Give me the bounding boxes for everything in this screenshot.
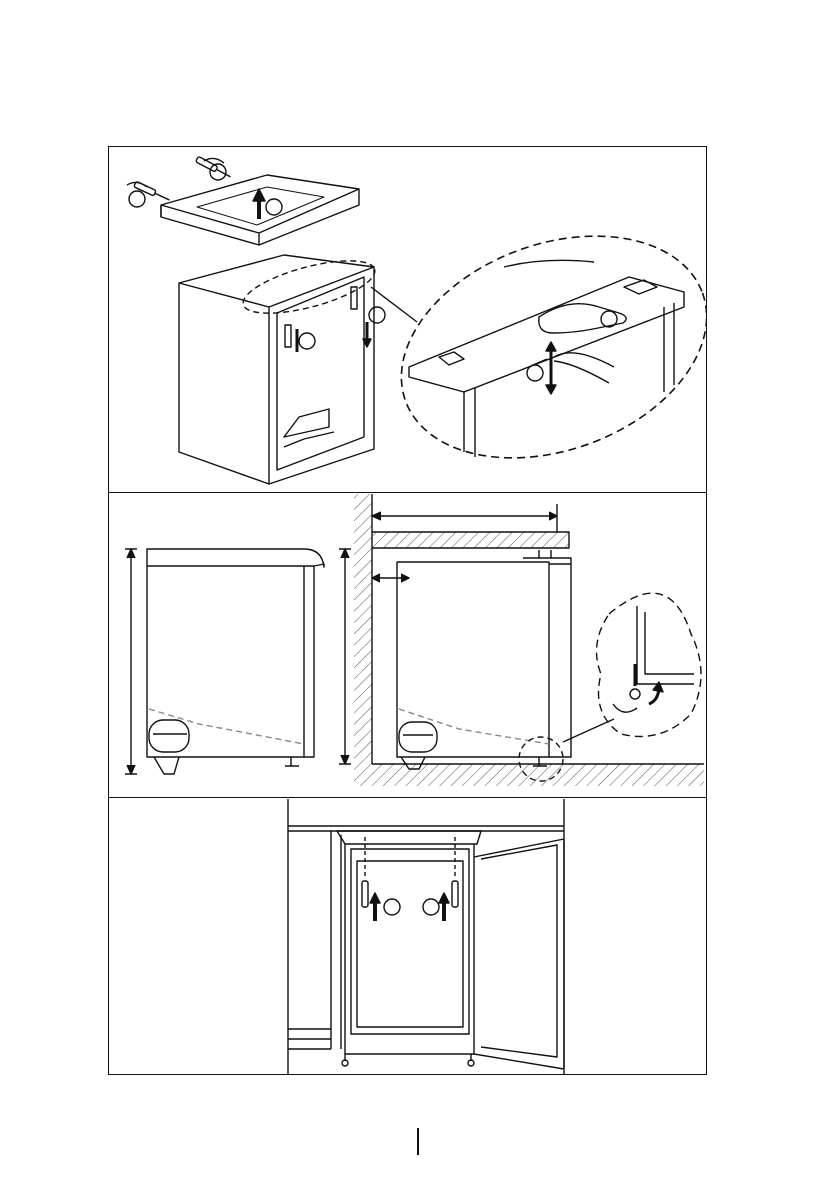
page-number-marker bbox=[417, 1128, 419, 1155]
zoom-detail-ellipse bbox=[370, 196, 706, 492]
worktop-removal-illustration bbox=[109, 147, 706, 492]
panel-worktop-removal bbox=[109, 147, 706, 492]
pliers-icon bbox=[533, 353, 614, 383]
installation-clearance-illustration bbox=[109, 494, 706, 796]
compressor bbox=[399, 722, 437, 752]
screwdriver-icon bbox=[196, 156, 232, 179]
panel-divider-1 bbox=[108, 492, 707, 493]
height-dimension bbox=[125, 549, 137, 774]
open-door bbox=[474, 839, 564, 1069]
appliance-side-view bbox=[147, 549, 324, 757]
door-fixing-illustration bbox=[109, 799, 706, 1074]
panel-installation-clearances bbox=[109, 494, 706, 796]
panel-door-fixing bbox=[109, 799, 706, 1074]
depth-dimension bbox=[372, 504, 557, 532]
appliance-installed bbox=[397, 562, 549, 757]
panel-divider-2 bbox=[108, 797, 707, 798]
leveling-foot-detail bbox=[597, 593, 702, 736]
compressor bbox=[149, 720, 189, 752]
cabinet-top bbox=[288, 826, 564, 831]
